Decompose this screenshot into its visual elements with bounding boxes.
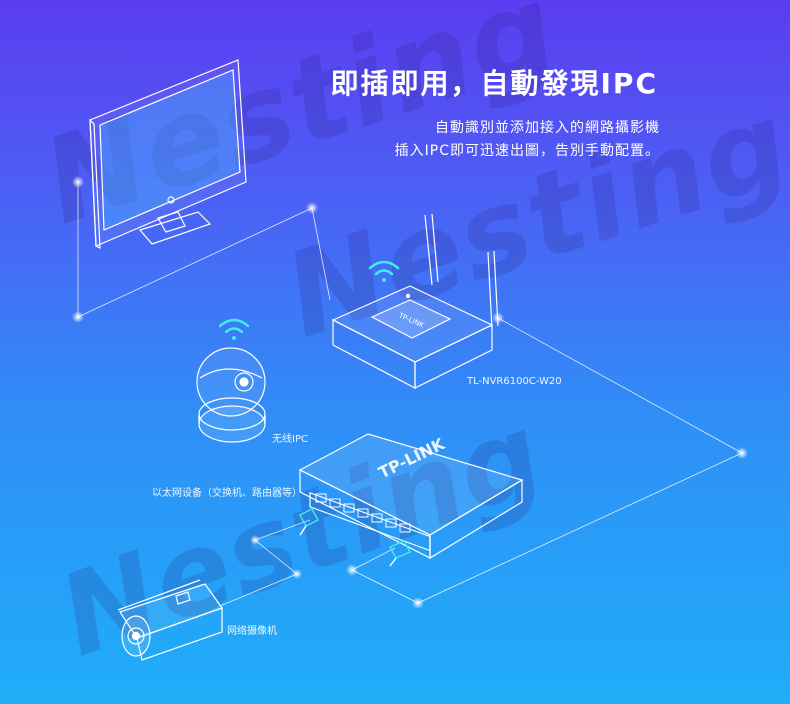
connection-lines bbox=[77, 182, 743, 607]
subtitle-line-2: 插入IPC即可迅速出圖，告別手動配置。 bbox=[394, 143, 660, 159]
bullet-camera-icon bbox=[117, 579, 223, 661]
page-title: 即插即用，自動發現IPC bbox=[330, 67, 658, 100]
nvr-device-icon: TP-LINK bbox=[331, 213, 499, 389]
wifi-icon bbox=[218, 318, 250, 340]
bullet-camera-label: 网络摄像机 bbox=[227, 626, 277, 637]
switch-device-icon: TP-LINK bbox=[298, 433, 524, 560]
wireless-ipc-label: 无线IPC bbox=[272, 434, 308, 445]
wifi-icon bbox=[368, 260, 400, 282]
glow-dots bbox=[72, 176, 748, 609]
ethernet-plug-icon bbox=[299, 508, 411, 567]
subtitle-line-1: 自動識別並添加接入的網路攝影機 bbox=[435, 120, 660, 136]
wireless-camera-icon bbox=[196, 347, 266, 443]
monitor-icon bbox=[89, 59, 247, 249]
switch-ports bbox=[315, 493, 411, 533]
ethernet-devices-label: 以太网设备（交换机、路由器等） bbox=[152, 488, 302, 499]
nvr-model-label: TL-NVR6100C-W20 bbox=[467, 376, 562, 387]
